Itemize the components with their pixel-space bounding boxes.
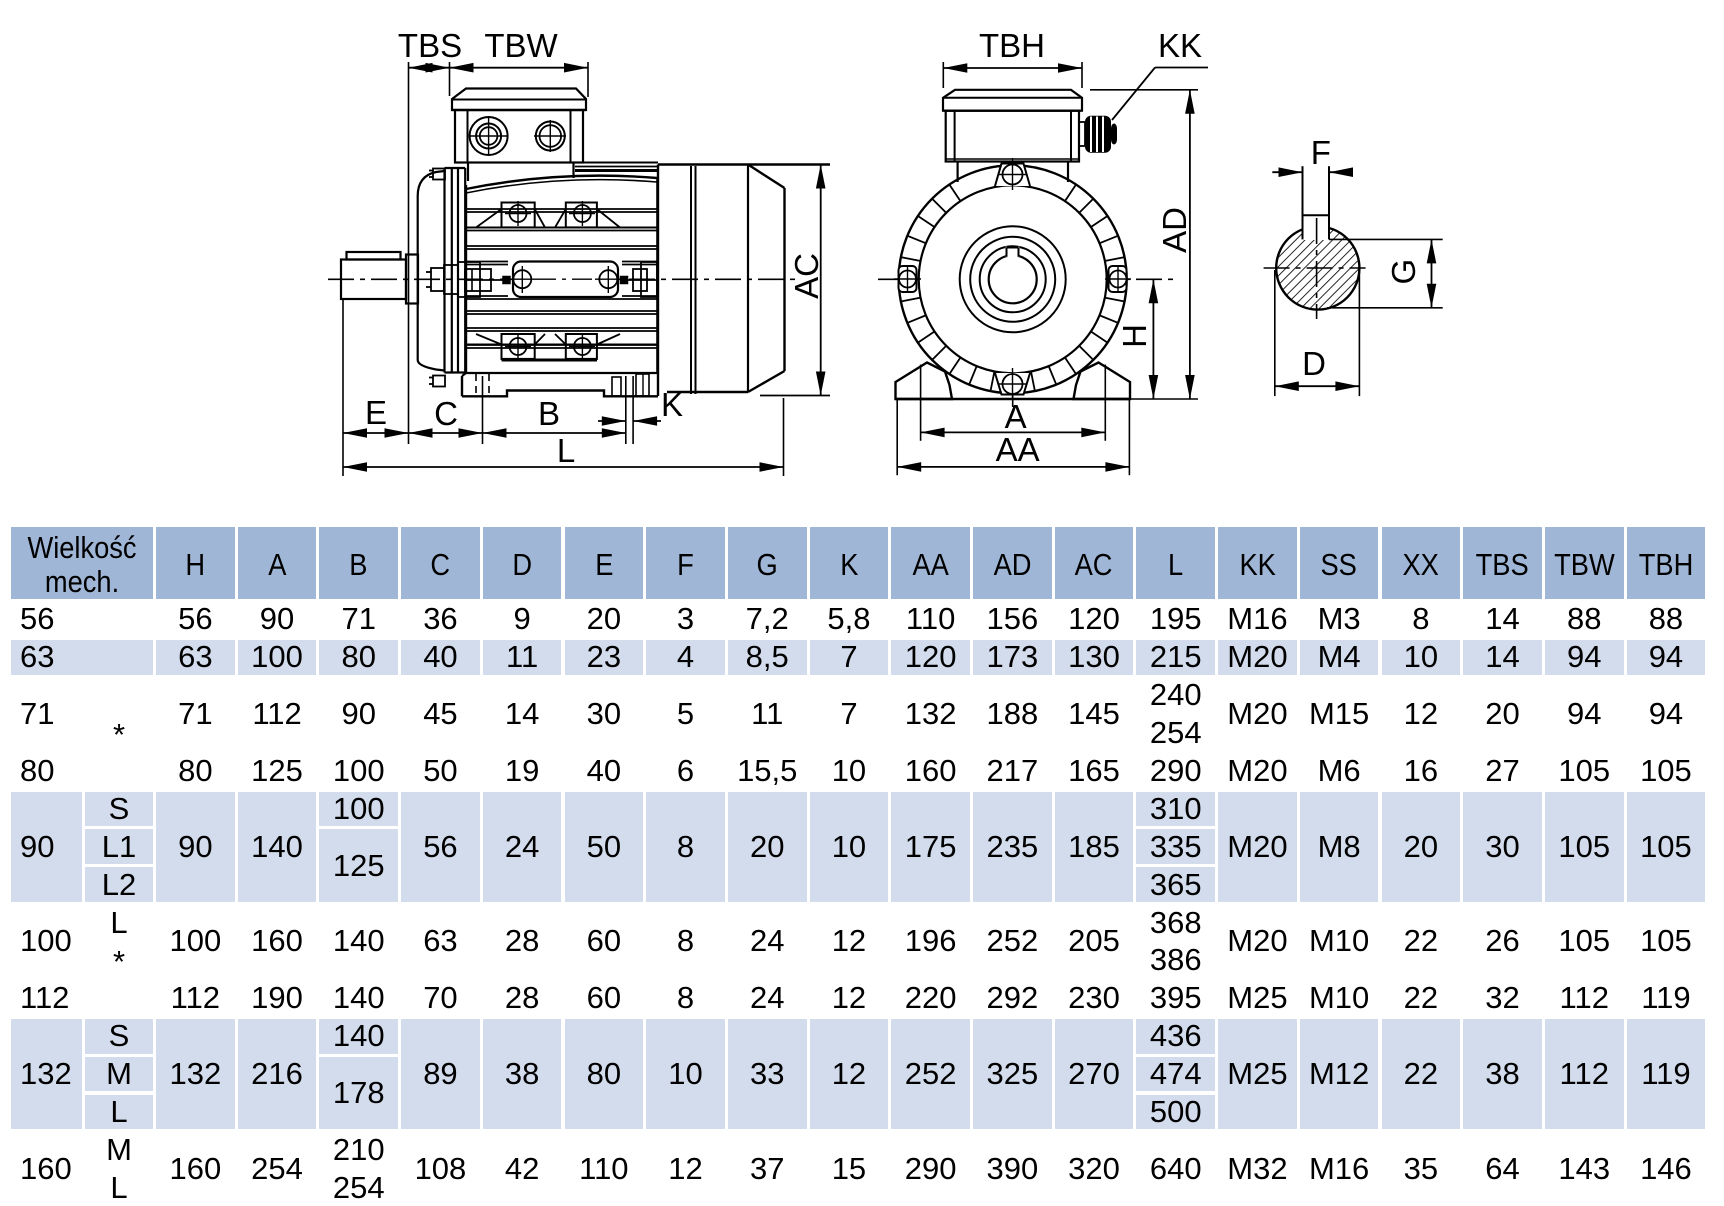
svg-text:TBS: TBS [398,27,462,64]
svg-text:H: H [1116,324,1153,348]
svg-text:TBH: TBH [979,27,1045,64]
svg-text:G: G [1385,259,1422,285]
svg-text:AA: AA [996,431,1040,468]
svg-text:K: K [661,386,683,423]
svg-text:A: A [1005,398,1027,435]
svg-text:TBW: TBW [484,27,558,64]
svg-text:D: D [1302,345,1326,382]
svg-text:E: E [365,394,387,431]
svg-text:L: L [557,432,575,469]
svg-text:F: F [1311,134,1331,171]
svg-text:B: B [538,395,560,432]
svg-text:C: C [434,395,458,432]
svg-text:KK: KK [1158,27,1202,64]
svg-text:AD: AD [1156,207,1193,253]
svg-text:AC: AC [788,253,825,299]
